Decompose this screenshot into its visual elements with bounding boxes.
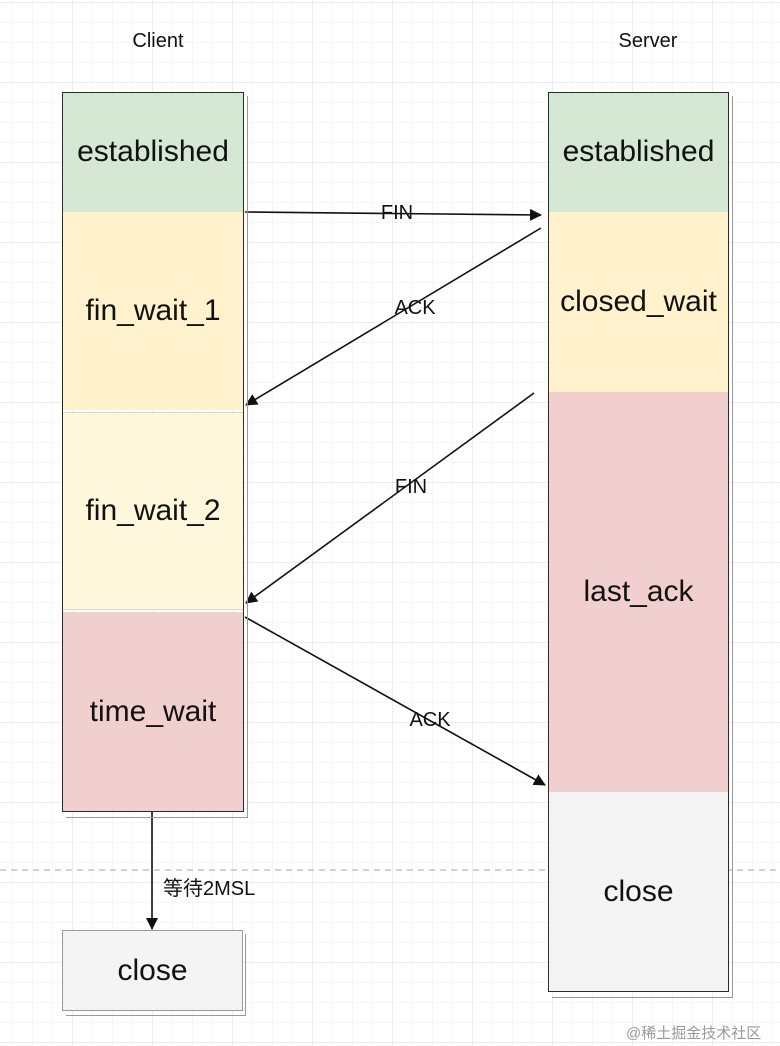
- client-state-fin-wait-2: fin_wait_2: [62, 412, 244, 610]
- arrow-fin-2: [245, 392, 535, 604]
- server-state-close: close: [548, 792, 729, 992]
- client-close-box: close: [62, 930, 243, 1011]
- client-state-time-wait: time_wait: [62, 612, 244, 812]
- arrow-ack-1: [245, 227, 542, 406]
- wait-2msl-label: 等待2MSL: [163, 878, 256, 900]
- message-ack-1: ACK: [394, 297, 436, 319]
- client-header: Client: [132, 30, 184, 52]
- server-state-last-ack: last_ack: [548, 392, 729, 792]
- arrow-ack-2: [244, 616, 546, 786]
- watermark: @稀土掘金技术社区: [626, 1025, 762, 1042]
- server-header: Server: [618, 30, 678, 52]
- message-fin-1: FIN: [380, 202, 414, 224]
- client-state-established: established: [62, 92, 244, 212]
- client-state-fin-wait-1: fin_wait_1: [62, 212, 244, 410]
- message-fin-2: FIN: [394, 476, 428, 498]
- server-state-established: established: [548, 92, 729, 212]
- arrow-fin-1: [244, 208, 542, 221]
- message-ack-2: ACK: [409, 709, 451, 731]
- server-state-closed-wait: closed_wait: [548, 212, 729, 392]
